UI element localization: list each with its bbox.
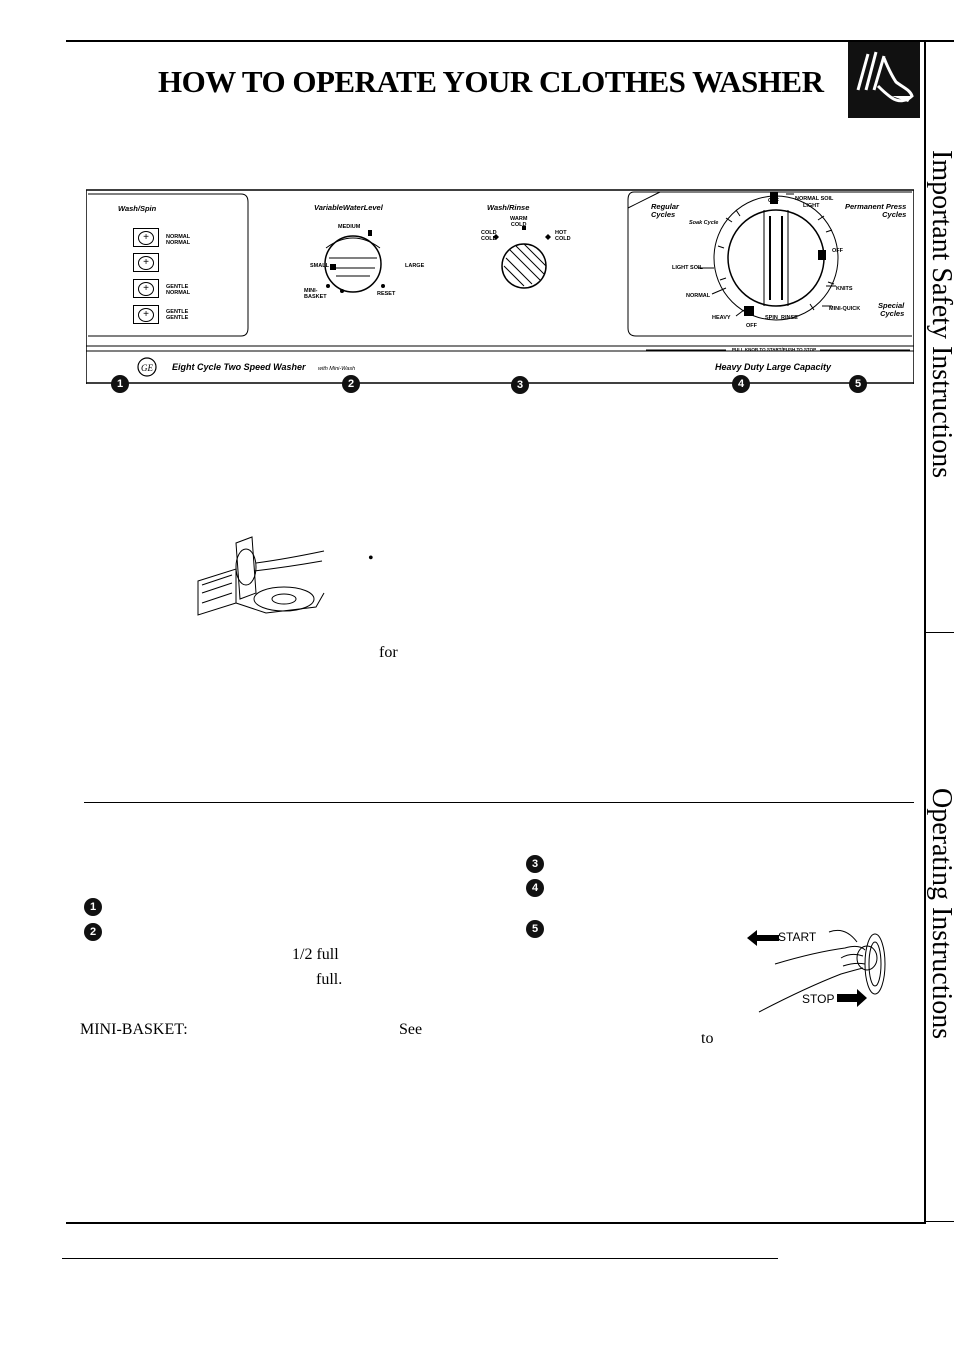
- section-rule: [84, 802, 914, 803]
- text-mini-basket: MINI-BASKET:: [80, 1021, 188, 1038]
- side-tab-divider-bottom: [924, 1221, 954, 1222]
- text-half-full: 1/2 full: [292, 946, 339, 963]
- plus-icon: +: [138, 282, 154, 296]
- callout-3: 3: [511, 376, 529, 394]
- pull-push-instruction: PULL KNOB TO START/PUSH TO STOP: [732, 347, 817, 352]
- cycle-light-soil: LIGHT SOIL: [672, 265, 703, 271]
- cycle-heavy: HEAVY: [712, 315, 731, 321]
- wash-spin-button-2[interactable]: +: [133, 253, 159, 272]
- text-full: full.: [316, 971, 343, 988]
- page-title: HOW TO OPERATE YOUR CLOTHES WASHER: [158, 64, 824, 99]
- lid-illustration: [196, 533, 326, 617]
- water-level-large: LARGE: [405, 263, 425, 269]
- callout-1: 1: [111, 375, 129, 393]
- model-name: Eight Cycle Two Speed Washer: [172, 362, 306, 372]
- stop-label: STOP: [802, 992, 835, 1006]
- pointing-hand-icon: [848, 42, 920, 118]
- water-level-mini-basket: MINI-BASKET: [304, 288, 327, 300]
- cycle-off-top: OFF: [768, 198, 779, 204]
- model-suffix: with Mini-Wash: [318, 366, 356, 372]
- bullet: •: [368, 550, 374, 567]
- water-level-medium: MEDIUM: [338, 224, 361, 230]
- callout-4: 4: [732, 375, 750, 393]
- wash-rinse-label: Wash/Rinse: [487, 203, 530, 212]
- water-level-knob[interactable]: [325, 236, 381, 292]
- cycle-dial-knob[interactable]: [728, 210, 824, 306]
- side-tab-safety[interactable]: Important Safety Instructions: [926, 150, 954, 479]
- side-tab-operating[interactable]: Operating Instructions: [926, 788, 954, 1040]
- plus-icon: +: [138, 231, 154, 245]
- control-panel: GE: [85, 188, 915, 384]
- wash-spin-button-3[interactable]: +: [133, 279, 159, 298]
- right-callout-4: 4: [526, 879, 544, 897]
- water-level-reset: RESET: [377, 291, 396, 297]
- callout-2: 2: [342, 375, 360, 393]
- cycle-off-bottom: OFF: [746, 323, 757, 329]
- bottom-rule-2: [62, 1258, 778, 1259]
- wash-spin-button-1[interactable]: +: [133, 228, 159, 247]
- cycle-soak: Soak Cycle: [689, 220, 719, 226]
- cycle-mini-quick: MINI-QUICK: [829, 306, 861, 312]
- bottom-rule-1: [66, 1222, 926, 1224]
- cycle-normal: NORMAL: [686, 293, 711, 299]
- left-callout-2: 2: [84, 923, 102, 941]
- right-callout-5: 5: [526, 920, 544, 938]
- capacity-label: Heavy Duty Large Capacity: [715, 362, 832, 372]
- cycle-off-right: OFF: [832, 248, 843, 254]
- water-level-small: SMALL: [310, 263, 329, 269]
- start-stop-illustration: [745, 922, 895, 1018]
- wash-spin-button-4[interactable]: +: [133, 305, 159, 324]
- wash-rinse-knob[interactable]: [502, 244, 546, 288]
- text-for: for: [379, 644, 398, 661]
- wash-spin-label: Wash/Spin: [118, 204, 157, 213]
- water-level-label: VariableWaterLevel: [314, 203, 383, 212]
- cycle-light: LIGHT: [803, 203, 820, 209]
- cycle-rinse: RINSE: [781, 315, 798, 321]
- svg-text:GE: GE: [141, 363, 153, 373]
- text-see: See: [399, 1021, 423, 1038]
- cycle-normal-soil: NORMAL SOIL: [795, 196, 834, 202]
- left-callout-1: 1: [84, 898, 102, 916]
- plus-icon: +: [138, 256, 154, 270]
- right-callout-3: 3: [526, 855, 544, 873]
- side-tab-divider: [924, 632, 954, 633]
- cycle-knits: KNITS: [836, 286, 853, 292]
- top-rule: [66, 40, 954, 42]
- cycle-spin: SPIN: [765, 315, 778, 321]
- plus-icon: +: [138, 308, 154, 322]
- start-label: START: [778, 930, 817, 944]
- callout-5: 5: [849, 375, 867, 393]
- text-to: to: [701, 1030, 714, 1047]
- side-rule: [924, 40, 926, 1222]
